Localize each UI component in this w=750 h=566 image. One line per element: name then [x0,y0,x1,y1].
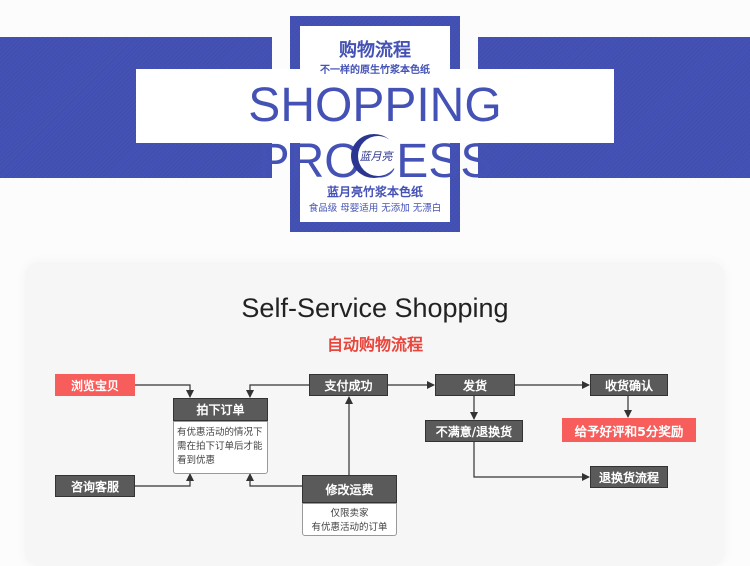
arrow-modify-order [246,473,302,487]
arrow-browse-order [135,384,194,398]
step-order-note: 有优惠活动的情况下需在拍下订单后才能看到优惠 [173,421,268,474]
step-browse: 浏览宝贝 [55,374,135,396]
step-consult: 咨询客服 [55,475,135,497]
brand-logo-moon [358,136,398,176]
flow-title-cn: 自动购物流程 [326,335,423,354]
step-modify-shipping: 修改运费 [302,475,397,503]
modify-note-line-1: 仅限卖家 [330,508,369,519]
banner-title-cn: 购物流程 [339,40,411,61]
modify-note-line-2: 有优惠活动的订单 [311,522,388,533]
step-confirm: 收货确认 [590,374,668,396]
step-order: 拍下订单 [173,398,268,421]
step-modify-shipping-label: 修改运费 [325,482,374,497]
banner-title-en: SHOPPING PROCESS [248,79,502,188]
step-review: 给予好评和5分奖励 [562,418,696,442]
arrow-paid-order [246,384,309,398]
brand-features: 食品级 母婴适用 无添加 无漂白 [308,203,442,214]
banner-title-strip [136,69,614,143]
flow-title-en: Self-Service Shopping [241,293,509,323]
step-ship: 发货 [435,374,515,396]
brand-logo-text: 蓝月亮 [359,150,393,163]
arrow-unsatisfied-return [473,442,590,481]
step-modify-note: 仅限卖家 有优惠活动的订单 [302,503,397,536]
step-paid: 支付成功 [309,374,388,396]
step-unsatisfied: 不满意/退换货 [425,420,523,442]
step-return-process: 退换货流程 [590,466,668,488]
banner-subtitle: 不一样的原生竹浆本色纸 [320,65,430,76]
arrow-consult-order [135,473,194,487]
brand-name: 蓝月亮竹浆本色纸 [326,185,423,199]
